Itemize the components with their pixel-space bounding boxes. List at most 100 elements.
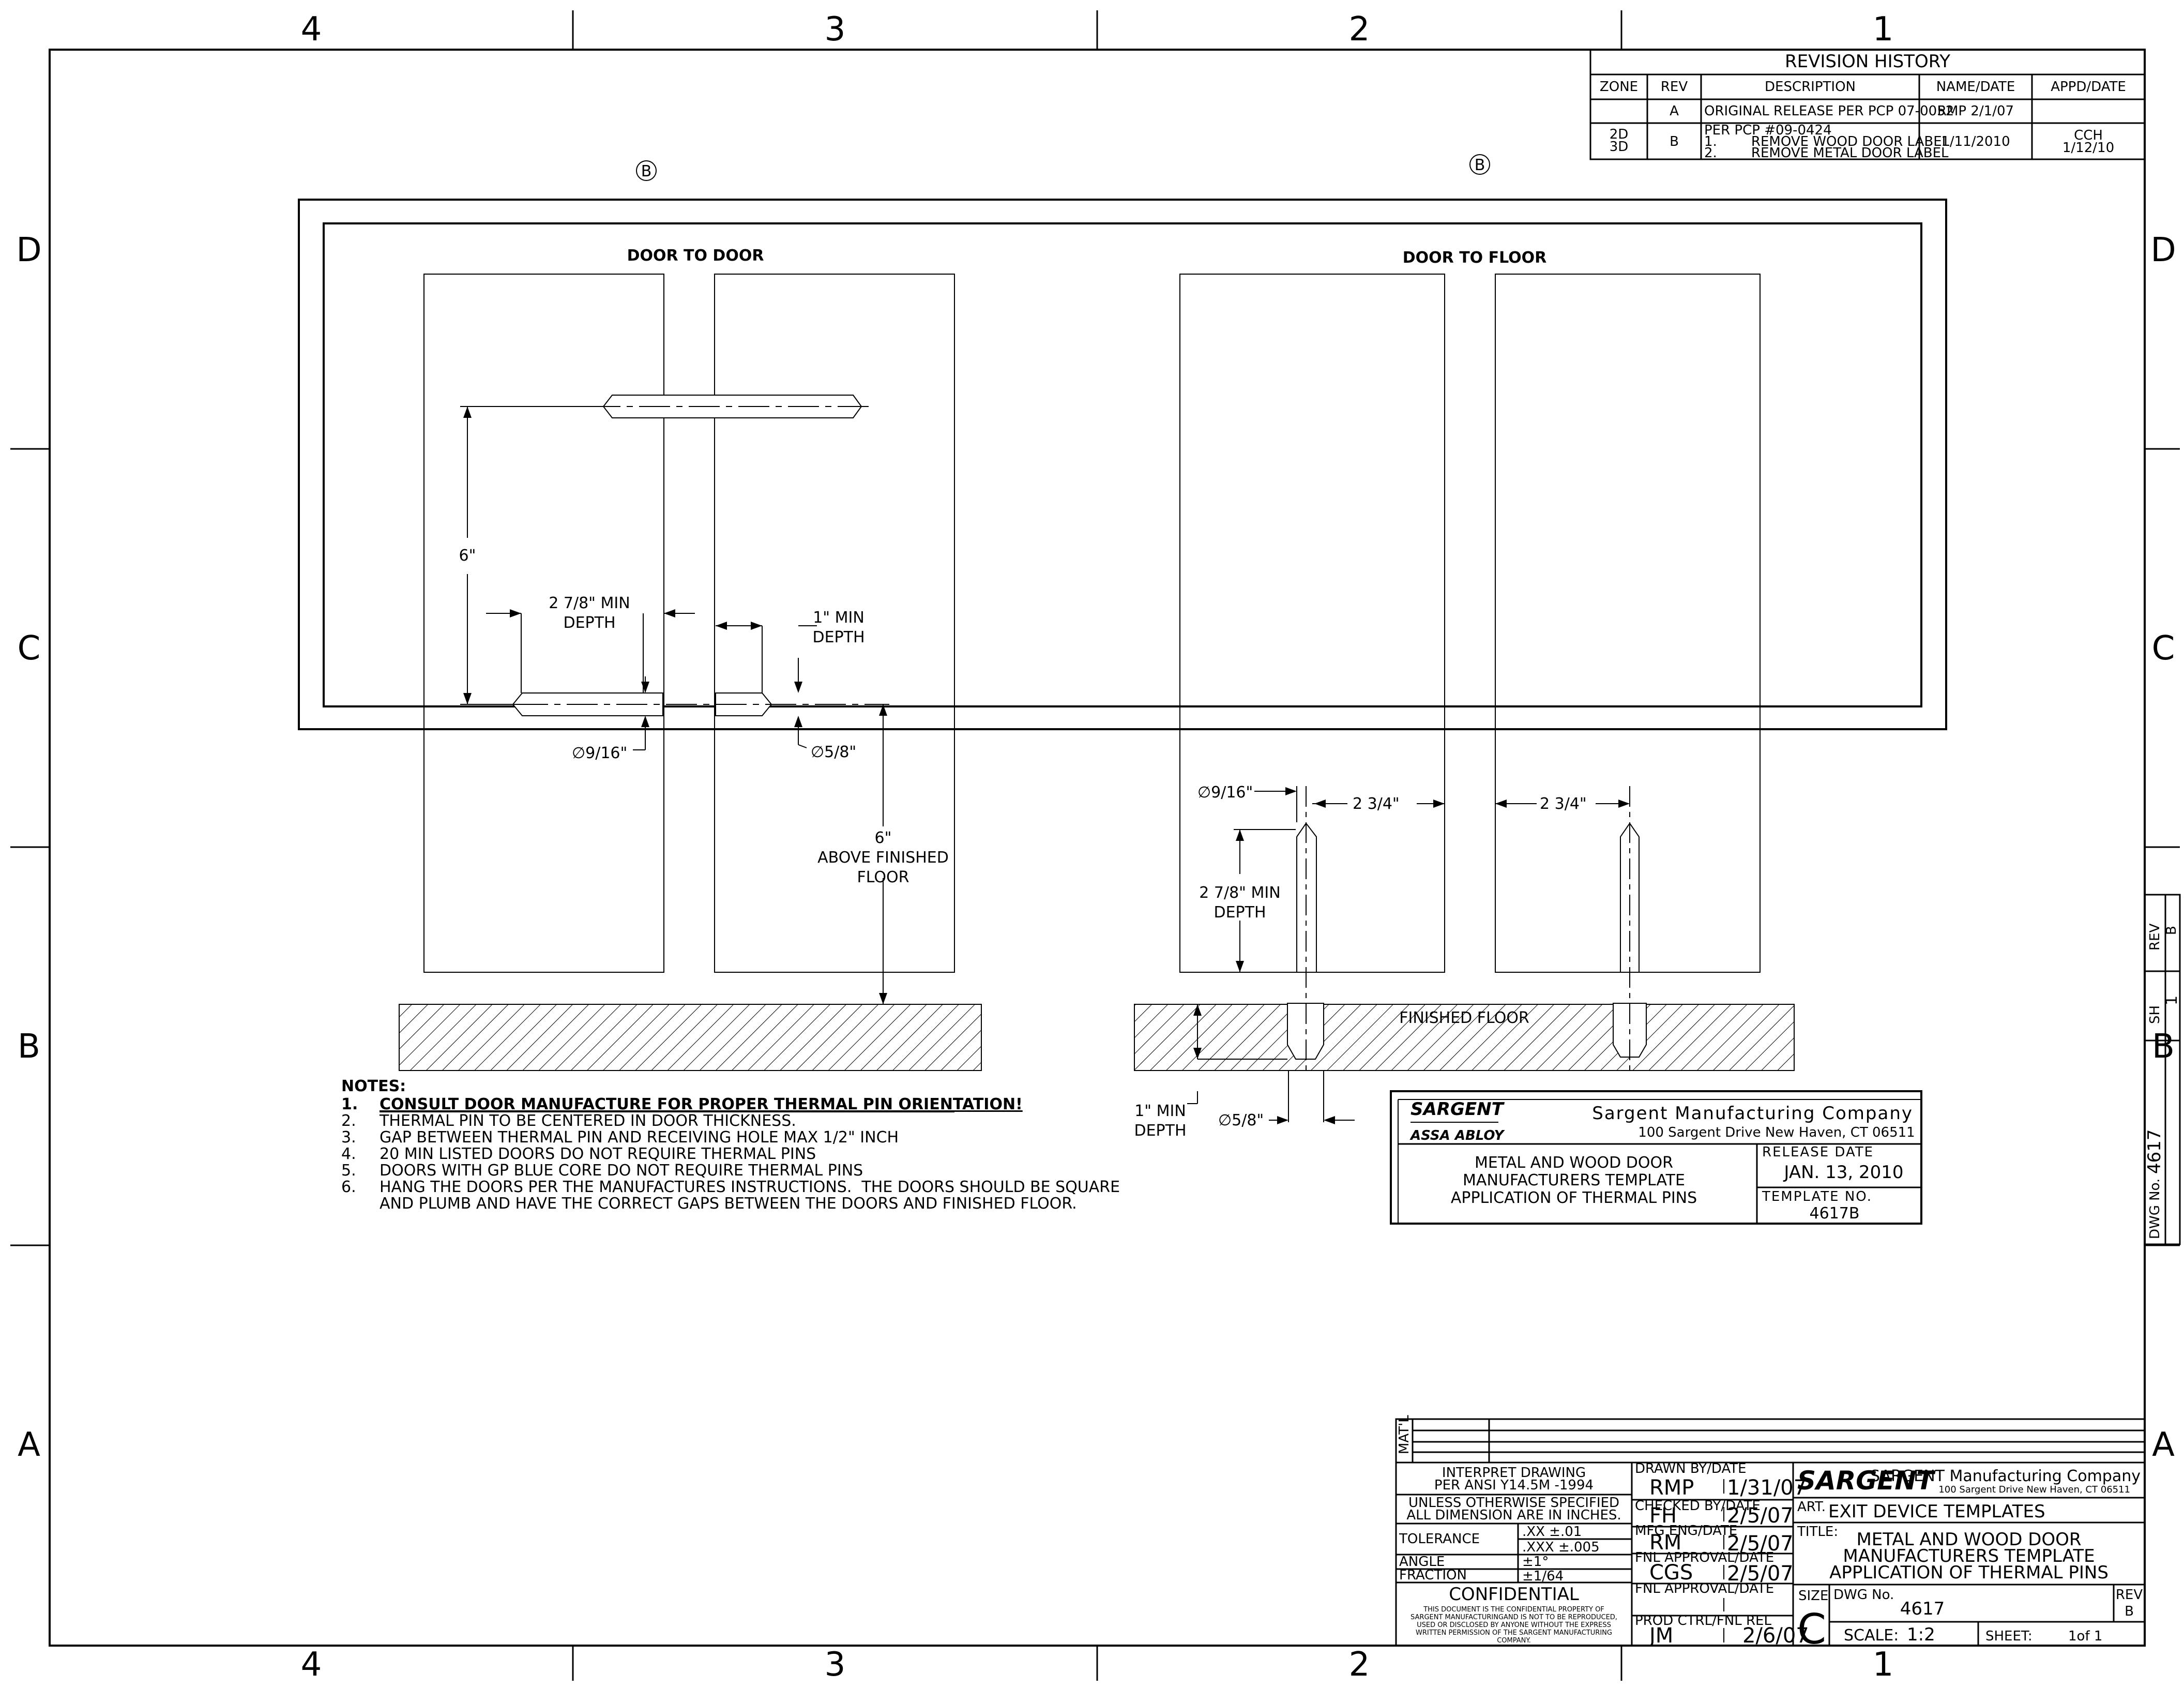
floor-dim-offset-left: 2 3/4" — [1353, 795, 1400, 813]
sheet-border — [10, 10, 2180, 1681]
dim-min-depth-right-1: 1" MIN — [813, 609, 865, 627]
checked-label: CHECKED BY/DATE — [1635, 1498, 1761, 1514]
drawn-by: RMP — [1649, 1476, 1694, 1500]
side-dwg: 4617 — [2144, 1129, 2165, 1174]
side-dwg-label: DWG No. — [2147, 1179, 2163, 1239]
main-company-name: SARGENT Manufacturing Company — [1870, 1467, 2141, 1485]
floor-pins — [1296, 822, 1640, 973]
thermal-pin-bottom — [512, 692, 889, 716]
note-1-num: 1. — [341, 1095, 358, 1113]
release-date-label: RELEASE DATE — [1762, 1144, 1874, 1160]
rev-b-description-2: 1. REMOVE WOOD DOOR LABEL — [1704, 134, 1950, 149]
floor-dim-pin-diameter: ∅9/16" — [1197, 783, 1253, 802]
zone-row-b: B — [18, 1028, 40, 1066]
checked-date: 2/5/07 — [1727, 1504, 1794, 1528]
notes-block: NOTES: 1. CONSULT DOOR MANUFACTURE FOR P… — [341, 1077, 1120, 1213]
scale-label: SCALE: — [1844, 1626, 1899, 1645]
dim-min-depth-left-1: 2 7/8" MIN — [549, 594, 630, 612]
confidential-text-4: WRITTEN PERMISSION OF THE SARGENT MANUFA… — [1416, 1629, 1612, 1637]
dim-hole-diameter: ∅5/8" — [811, 743, 856, 761]
zone-row-d: D — [16, 231, 41, 269]
rev-b-rev: B — [1670, 134, 1679, 149]
drawn-label: DRAWN BY/DATE — [1635, 1461, 1747, 1476]
svg-text:B: B — [1475, 156, 1485, 174]
main-title-block: MAT'L INTERPRET DRAWING PER ANSI Y14.5M … — [1395, 1415, 2146, 1653]
notes-title: NOTES: — [341, 1077, 406, 1095]
fraction-label: FRACTION — [1399, 1568, 1467, 1583]
door-to-floor-view: DOOR TO FLOOR FINISHED FLOOR — [1134, 249, 1795, 1140]
assa-abloy-logo: ASSA ABLOY — [1409, 1128, 1506, 1143]
diameter-icon: ∅ — [1218, 1111, 1232, 1129]
tolerance-xxx: .XXX ±.005 — [1522, 1540, 1600, 1555]
rev-col-appd-date: APPD/DATE — [2051, 79, 2126, 95]
mfg-label: MFG ENG/DATE — [1635, 1523, 1737, 1539]
rev-value: B — [2125, 1604, 2134, 1619]
zone-row-d-right: D — [2150, 231, 2176, 269]
scale-value: 1:2 — [1907, 1624, 1935, 1645]
art-label: ART. — [1797, 1499, 1826, 1515]
note-3-text: GAP BETWEEN THERMAL PIN AND RECEIVING HO… — [380, 1128, 899, 1147]
template-title-block: SARGENT ASSA ABLOY Sargent Manufacturing… — [1390, 1090, 1922, 1225]
zone-col-2: 2 — [1349, 10, 1370, 49]
inner-title-line-3: APPLICATION OF THERMAL PINS — [1451, 1189, 1697, 1207]
fraction-value: ±1/64 — [1522, 1569, 1564, 1584]
floor-dim-hole-depth-1: 1" MIN — [1134, 1102, 1186, 1120]
floor-hatch-left — [399, 1004, 982, 1071]
rev-col-name-date: NAME/DATE — [1936, 79, 2015, 95]
rev-col-zone: ZONE — [1600, 79, 1638, 95]
fnl2-label: FNL APPROVAL/DATE — [1635, 1581, 1774, 1596]
floor-dim-min-depth-1: 2 7/8" MIN — [1199, 884, 1280, 902]
zone-row-b-right: B — [2152, 1028, 2175, 1066]
left-door — [423, 274, 664, 973]
rev-col-description: DESCRIPTION — [1765, 79, 1856, 95]
rev-b-description-3: 2. REMOVE METAL DOOR LABEL — [1704, 145, 1949, 161]
dim-above-floor-3: FLOOR — [857, 868, 909, 886]
note-3-num: 3. — [341, 1128, 356, 1147]
prod-date: 2/6/07 — [1742, 1624, 1809, 1648]
fnl-date: 2/5/07 — [1727, 1562, 1794, 1586]
zone-row-c-right: C — [2152, 629, 2175, 668]
dim-pin-diameter: ∅9/16" — [572, 744, 627, 762]
zone-row-a: A — [18, 1426, 40, 1464]
mfg-date: 2/5/07 — [1727, 1532, 1794, 1556]
note-2-text: THERMAL PIN TO BE CENTERED IN DOOR THICK… — [379, 1112, 796, 1130]
confidential-text-1: THIS DOCUMENT IS THE CONFIDENTIAL PROPER… — [1423, 1606, 1604, 1614]
rev-b-zone-2: 3D — [1610, 139, 1629, 155]
dim-above-floor-1: 6" — [875, 829, 892, 847]
rev-b-appd-2: 1/12/10 — [2062, 140, 2114, 156]
dim-lines-floor — [1187, 786, 1629, 1122]
prod-label: PROD CTRL/FNL REL — [1635, 1613, 1771, 1629]
note-6-continued: AND PLUMB AND HAVE THE CORRECT GAPS BETW… — [380, 1195, 1077, 1213]
sheet-label: SHEET: — [1985, 1629, 2033, 1644]
dim-arrows-floor — [1193, 787, 1630, 1124]
rev-marker-2: B — [1469, 154, 1490, 175]
floor-centerlines — [1306, 786, 1630, 1071]
interpret-line-1: INTERPRET DRAWING — [1442, 1465, 1586, 1481]
main-title-line-3: APPLICATION OF THERMAL PINS — [1829, 1562, 2109, 1583]
side-sh-label: SH — [2147, 1005, 2163, 1024]
floor-dim-min-depth-2: DEPTH — [1214, 903, 1266, 922]
fnl-by: CGS — [1649, 1561, 1693, 1585]
zone-col-1: 1 — [1873, 10, 1894, 49]
dim-pin-spacing: 6" — [459, 547, 476, 565]
zone-col-2-bottom: 2 — [1349, 1646, 1370, 1684]
door-to-door-title: DOOR TO DOOR — [627, 247, 764, 265]
dim-arrows-left — [463, 406, 887, 1004]
rev-b-appd-1: CCH — [2074, 128, 2103, 143]
art-value: EXIT DEVICE TEMPLATES — [1828, 1501, 2045, 1522]
note-2-num: 2. — [341, 1112, 356, 1130]
confidential-text-5: COMPANY. — [1497, 1637, 1531, 1645]
angle-value: ±1° — [1522, 1554, 1549, 1570]
template-no-label: TEMPLATE NO. — [1762, 1189, 1872, 1204]
zone-labels: 4 3 2 1 4 3 2 1 D C B A D C B A — [16, 10, 2176, 1684]
note-6-num: 6. — [341, 1178, 356, 1196]
floor-dim-hole-diameter: ∅5/8" — [1218, 1111, 1264, 1129]
unless-line-1: UNLESS OTHERWISE SPECIFIED — [1408, 1495, 1619, 1511]
main-title-line-2: MANUFACTURERS TEMPLATE — [1843, 1546, 2095, 1566]
rev-a-description: ORIGINAL RELEASE PER PCP 07-0052 — [1704, 103, 1954, 119]
note-5-text: DOORS WITH GP BLUE CORE DO NOT REQUIRE T… — [380, 1162, 863, 1180]
prod-by: JM — [1648, 1624, 1673, 1648]
rev-marker-1: B — [636, 160, 657, 181]
floor-dim-offset-right: 2 3/4" — [1540, 795, 1587, 813]
